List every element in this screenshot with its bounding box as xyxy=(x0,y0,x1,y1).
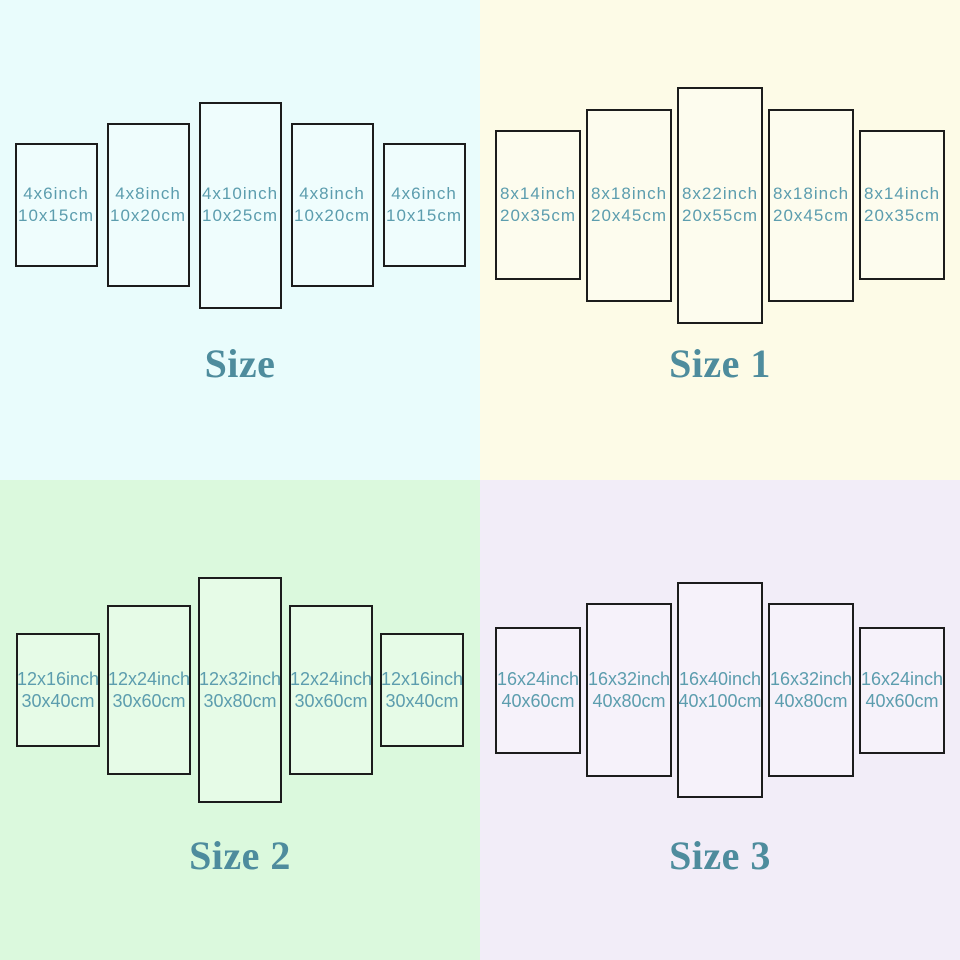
canvas-panel: 12x24inch 30x60cm xyxy=(289,605,373,775)
panel-size-label: 8x22inch 20x55cm xyxy=(682,183,758,227)
panel-size-cm: 20x35cm xyxy=(500,206,576,225)
panel-size-cm: 10x20cm xyxy=(110,206,186,225)
panel-size-inch: 8x18inch xyxy=(772,184,850,203)
panel-size-label: 16x24inch 40x60cm xyxy=(861,668,943,712)
panel-size-inch: 4x8inch xyxy=(115,184,181,203)
panel-size-inch: 12x16inch xyxy=(16,669,100,689)
panel-size-label: 12x24inch 30x60cm xyxy=(108,668,190,712)
canvas-panel: 16x32inch 40x80cm xyxy=(586,603,672,777)
panel-size-label: 12x16inch 30x40cm xyxy=(381,668,463,712)
panel-size-cm: 40x60cm xyxy=(501,691,575,711)
panel-size-inch: 16x24inch xyxy=(860,669,944,689)
canvas-panel: 16x40inch 40x100cm xyxy=(677,582,763,798)
panel-size-cm: 40x100cm xyxy=(678,691,762,711)
panel-size-inch: 16x32inch xyxy=(769,669,853,689)
panel-size-label: 4x6inch 10x15cm xyxy=(386,183,462,227)
panel-size-inch: 12x24inch xyxy=(289,669,373,689)
canvas-panel: 12x16inch 30x40cm xyxy=(380,633,464,747)
canvas-panel: 4x8inch 10x20cm xyxy=(290,123,374,287)
canvas-panel: 4x6inch 10x15cm xyxy=(14,143,98,267)
canvas-panel: 4x8inch 10x20cm xyxy=(106,123,190,287)
quadrant-title: Size 1 xyxy=(669,341,771,386)
panel-size-inch: 4x6inch xyxy=(391,184,457,203)
panel-size-cm: 10x15cm xyxy=(18,206,94,225)
canvas-panel: 8x18inch 20x45cm xyxy=(586,108,672,302)
panel-size-cm: 10x20cm xyxy=(294,206,370,225)
canvas-panel: 8x14inch 20x35cm xyxy=(859,130,945,280)
panel-size-cm: 30x60cm xyxy=(112,691,186,711)
panel-size-inch: 12x32inch xyxy=(198,669,282,689)
panel-size-cm: 20x35cm xyxy=(864,206,940,225)
panel-size-label: 16x32inch 40x80cm xyxy=(588,668,670,712)
panel-group: 8x14inch 20x35cm 8x18inch 20x45cm 8x22in… xyxy=(480,0,960,410)
panel-size-cm: 30x80cm xyxy=(203,691,277,711)
panel-size-cm: 40x60cm xyxy=(865,691,939,711)
panel-size-inch: 12x24inch xyxy=(107,669,191,689)
panel-size-label: 4x8inch 10x20cm xyxy=(294,183,370,227)
quadrant-size-2: 12x16inch 30x40cm 12x24inch 30x60cm 12x3… xyxy=(0,480,480,960)
panel-size-inch: 16x40inch xyxy=(678,669,762,689)
canvas-panel: 8x14inch 20x35cm xyxy=(495,130,581,280)
panel-size-cm: 20x45cm xyxy=(591,206,667,225)
canvas-panel: 12x24inch 30x60cm xyxy=(107,605,191,775)
panel-size-label: 4x6inch 10x15cm xyxy=(18,183,94,227)
quadrant-size: 4x6inch 10x15cm 4x8inch 10x20cm 4x10inch… xyxy=(0,0,480,480)
panel-size-inch: 8x18inch xyxy=(590,184,668,203)
panel-size-cm: 20x55cm xyxy=(682,206,758,225)
panel-size-inch: 4x10inch xyxy=(201,184,279,203)
panel-size-cm: 30x60cm xyxy=(294,691,368,711)
canvas-panel: 16x32inch 40x80cm xyxy=(768,603,854,777)
panel-size-inch: 8x14inch xyxy=(863,184,941,203)
panel-size-cm: 30x40cm xyxy=(385,691,459,711)
quadrant-title: Size 2 xyxy=(189,833,291,878)
panel-group: 16x24inch 40x60cm 16x32inch 40x80cm 16x4… xyxy=(480,480,960,900)
panel-size-label: 16x24inch 40x60cm xyxy=(497,668,579,712)
panel-size-cm: 10x25cm xyxy=(202,206,278,225)
canvas-panel: 8x18inch 20x45cm xyxy=(768,108,854,302)
panel-size-label: 16x32inch 40x80cm xyxy=(770,668,852,712)
panel-group: 12x16inch 30x40cm 12x24inch 30x60cm 12x3… xyxy=(0,480,480,900)
panel-size-label: 4x8inch 10x20cm xyxy=(110,183,186,227)
quadrant-size-1: 8x14inch 20x35cm 8x18inch 20x45cm 8x22in… xyxy=(480,0,960,480)
panel-size-label: 16x40inch 40x100cm xyxy=(678,668,761,712)
canvas-panel: 8x22inch 20x55cm xyxy=(677,86,763,324)
canvas-panel: 12x32inch 30x80cm xyxy=(198,577,282,803)
panel-size-label: 8x14inch 20x35cm xyxy=(864,183,940,227)
panel-size-label: 8x18inch 20x45cm xyxy=(591,183,667,227)
panel-size-cm: 20x45cm xyxy=(773,206,849,225)
panel-size-label: 8x14inch 20x35cm xyxy=(500,183,576,227)
canvas-panel: 4x10inch 10x25cm xyxy=(198,101,282,309)
canvas-panel: 16x24inch 40x60cm xyxy=(859,626,945,754)
quadrant-title: Size xyxy=(204,341,276,386)
panel-size-inch: 8x22inch xyxy=(681,184,759,203)
quadrant-title: Size 3 xyxy=(669,833,771,878)
panel-size-label: 8x18inch 20x45cm xyxy=(773,183,849,227)
panel-size-label: 12x32inch 30x80cm xyxy=(199,668,281,712)
panel-group: 4x6inch 10x15cm 4x8inch 10x20cm 4x10inch… xyxy=(0,0,480,410)
panel-size-inch: 4x6inch xyxy=(23,184,89,203)
panel-size-cm: 40x80cm xyxy=(774,691,848,711)
panel-size-inch: 12x16inch xyxy=(380,669,464,689)
panel-size-cm: 30x40cm xyxy=(21,691,95,711)
panel-size-inch: 4x8inch xyxy=(299,184,365,203)
panel-size-inch: 16x24inch xyxy=(496,669,580,689)
panel-size-cm: 10x15cm xyxy=(386,206,462,225)
panel-size-label: 4x10inch 10x25cm xyxy=(202,183,278,227)
panel-size-label: 12x24inch 30x60cm xyxy=(290,668,372,712)
canvas-panel: 12x16inch 30x40cm xyxy=(16,633,100,747)
canvas-panel: 16x24inch 40x60cm xyxy=(495,626,581,754)
panel-size-inch: 8x14inch xyxy=(499,184,577,203)
panel-size-inch: 16x32inch xyxy=(587,669,671,689)
panel-size-label: 12x16inch 30x40cm xyxy=(17,668,99,712)
panel-size-cm: 40x80cm xyxy=(592,691,666,711)
quadrant-size-3: 16x24inch 40x60cm 16x32inch 40x80cm 16x4… xyxy=(480,480,960,960)
canvas-panel: 4x6inch 10x15cm xyxy=(382,143,466,267)
